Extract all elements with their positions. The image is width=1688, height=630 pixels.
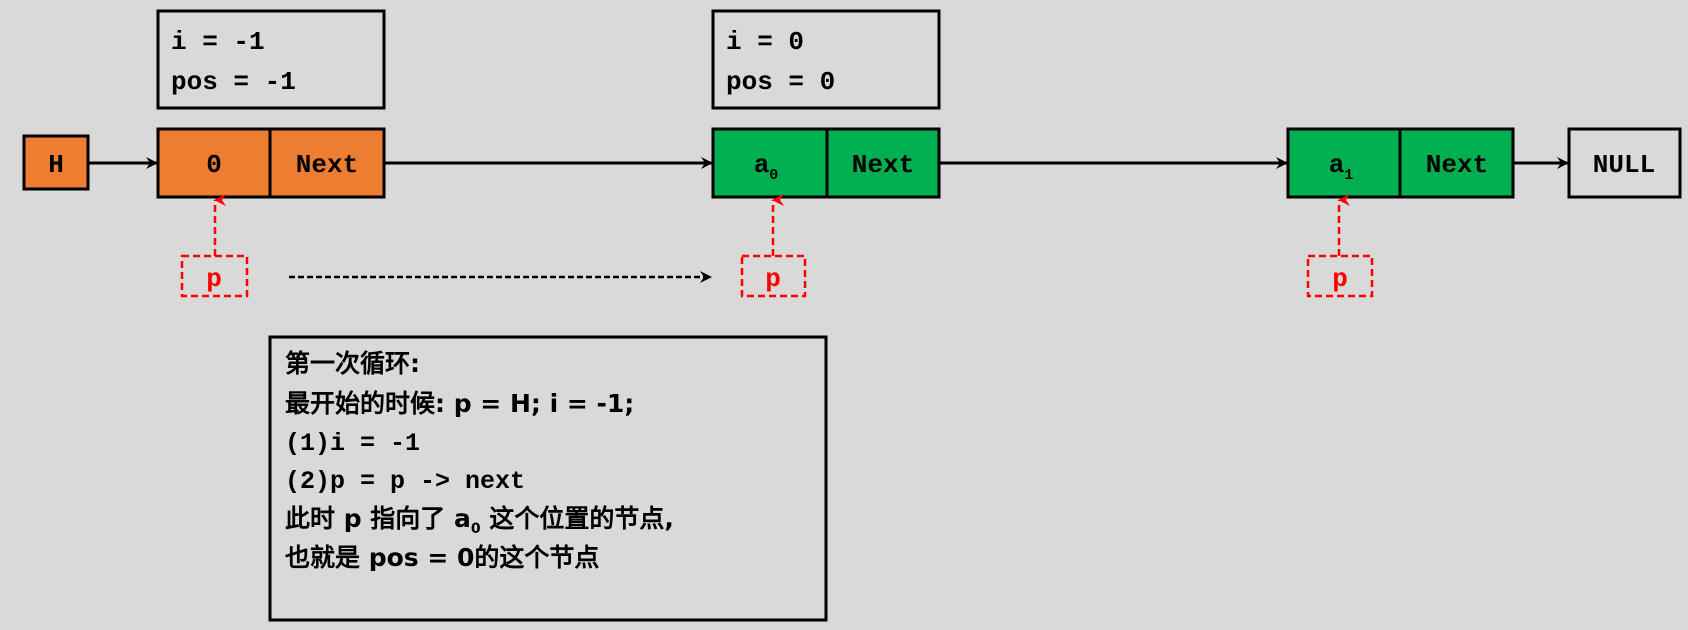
node-0: 0 Next xyxy=(156,127,386,199)
pointer-label: p xyxy=(206,264,222,294)
pointer-p-1: p xyxy=(740,194,807,298)
node-data: 0 xyxy=(206,150,222,180)
info-pos: pos = 0 xyxy=(726,67,835,97)
node-next: Next xyxy=(296,150,358,180)
info-pos: pos = -1 xyxy=(171,67,296,97)
info-box-node-0: i = -1 pos = -1 xyxy=(156,9,386,110)
node-next: Next xyxy=(852,150,914,180)
pointer-label: p xyxy=(765,264,781,294)
pointer-p-2: p xyxy=(1306,194,1374,298)
info-i: i = 0 xyxy=(726,27,804,57)
null-label: NULL xyxy=(1593,150,1655,180)
pointer-label: p xyxy=(1332,264,1348,294)
info-i: i = -1 xyxy=(171,27,265,57)
explanation-box: 第一次循环: 最开始的时候: p = H; i = -1; (1)i = -1 … xyxy=(268,335,828,622)
pointer-p-0: p xyxy=(180,194,249,298)
explanation-line: 也就是 pos = 0的这个节点 xyxy=(285,543,599,572)
head-label: H xyxy=(48,150,64,180)
null-node: NULL xyxy=(1567,127,1682,199)
head-node: H xyxy=(22,134,90,191)
node-next: Next xyxy=(1426,150,1488,180)
node-a0: a0 Next xyxy=(711,127,941,199)
node-data: a0 xyxy=(754,150,779,184)
explanation-line: (2)p = p -> next xyxy=(285,467,525,496)
node-a1: a1 Next xyxy=(1286,127,1515,199)
info-box-node-1: i = 0 pos = 0 xyxy=(711,9,941,110)
explanation-line: 最开始的时候: p = H; i = -1; xyxy=(285,389,634,418)
node-data: a1 xyxy=(1329,150,1354,184)
explanation-line: 此时 p 指向了 a0 这个位置的节点, xyxy=(285,504,674,537)
explanation-line: (1)i = -1 xyxy=(285,429,420,458)
explanation-line: 第一次循环: xyxy=(285,349,420,378)
